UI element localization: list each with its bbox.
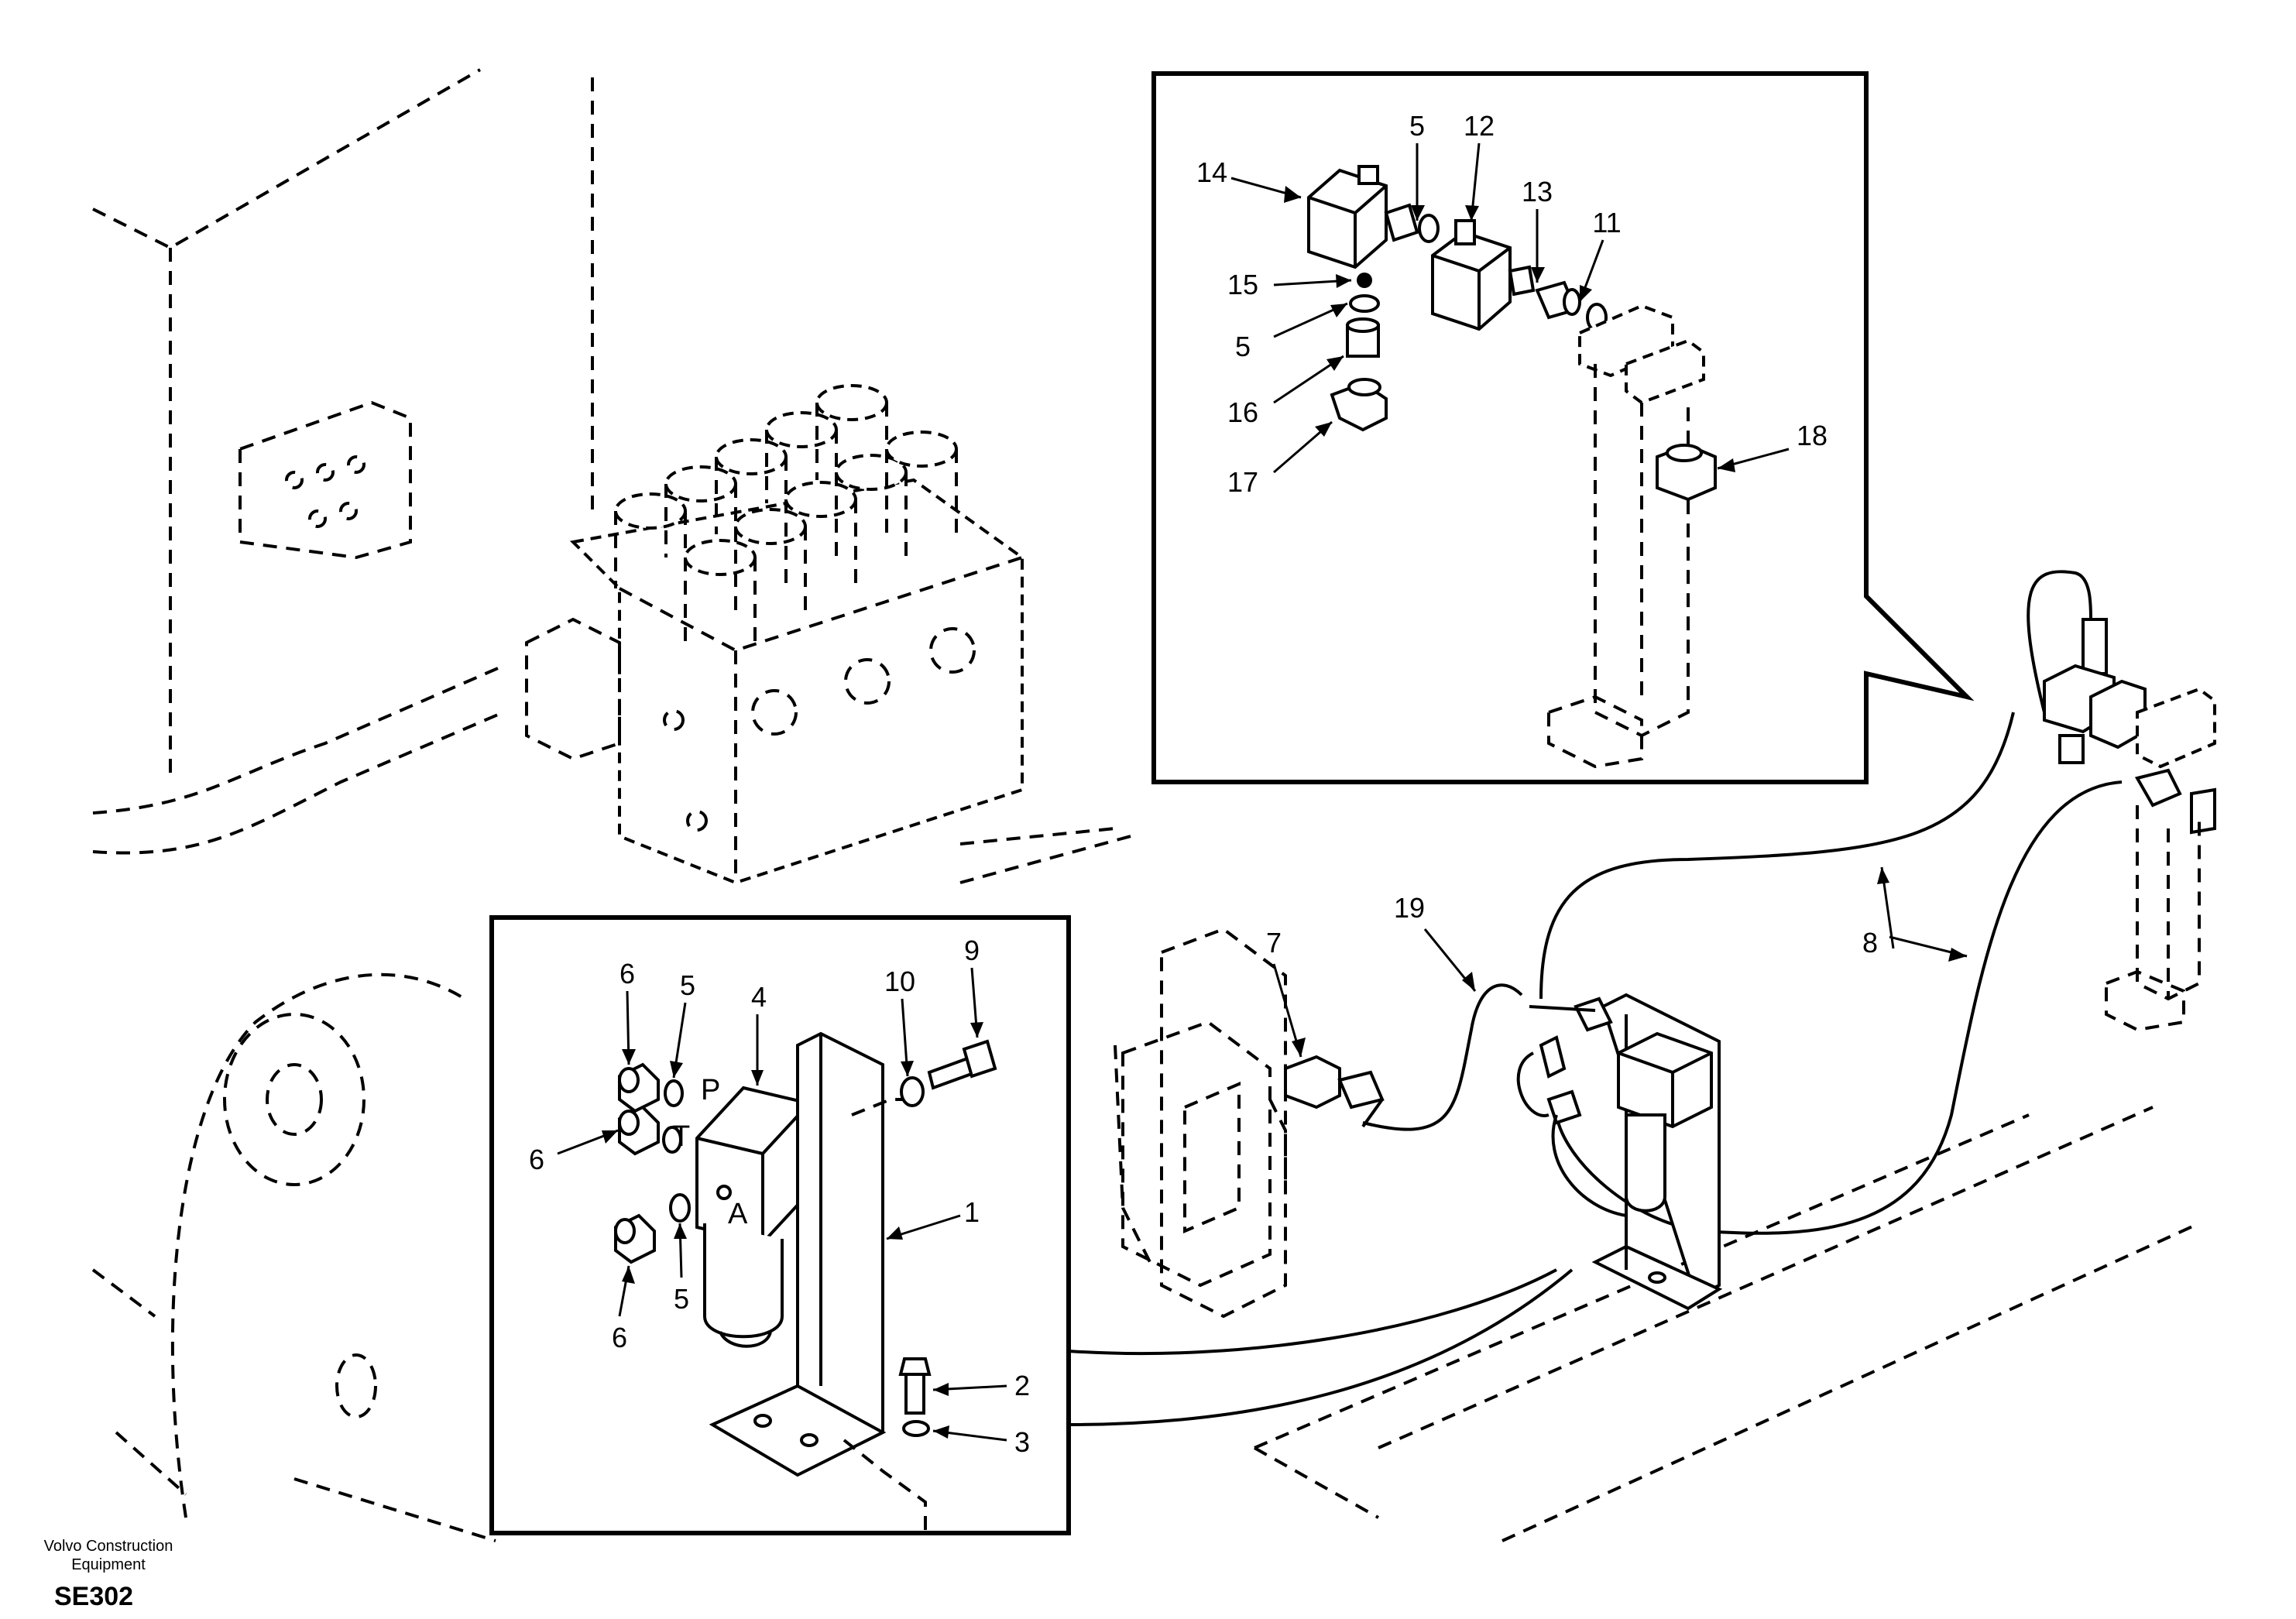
solenoid-valve-14 [1307,165,1419,269]
spool-caps [614,384,958,643]
elbow-17 [1330,378,1388,432]
ball-15 [1357,273,1372,288]
right-valve-assembly [2027,570,2216,1032]
callout-14: 14 [1196,156,1227,188]
machine-frame-outline [91,68,2200,1542]
callout-13: 13 [1522,176,1553,208]
bracket-1 [709,1031,927,1533]
callout-5-lower-top: 5 [680,969,695,1001]
callout-17: 17 [1227,466,1258,498]
callout-10: 10 [884,966,915,997]
port-label-p: P [701,1074,720,1106]
footer-credit: Volvo Construction Equipment SE302 [15,1537,201,1612]
inset-frame-lower [489,915,1071,1535]
callout-16: 16 [1227,396,1258,428]
o-rings-5-lower [662,1079,691,1223]
inset-frame-upper [1151,71,1975,784]
manufacturer-label: Volvo Construction Equipment [43,1538,173,1573]
diagram-code: SE302 [54,1582,134,1611]
valve-4 [695,1086,812,1348]
main-control-valve [525,384,1024,885]
bracket-manifold-upper [1547,304,1705,769]
fittings-6 [614,1062,660,1264]
inset-connector-lines [1068,1268,1574,1426]
callout-15: 15 [1227,269,1258,300]
callout-6-bottom: 6 [612,1322,627,1353]
port-label-a: A [728,1198,748,1230]
fitting-7 [1284,1055,1385,1128]
solenoid-valve-12 [1431,219,1536,331]
callout-5-lower-bottom: 5 [674,1283,689,1315]
callout-7: 7 [1266,927,1282,959]
bolt-2 [898,1357,932,1415]
callout-5-top: 5 [1409,110,1425,142]
o-ring-5-top [1418,214,1440,243]
callout-4: 4 [751,981,767,1013]
callout-8: 8 [1862,927,1878,959]
callout-18: 18 [1797,420,1828,451]
callout-6-top: 6 [619,958,635,990]
nipple-16 [1346,317,1380,358]
bracket-structure-dashed [1114,927,1287,1319]
o-ring-5-mid [1349,294,1380,313]
upper-inset-callouts [1230,142,1790,474]
callout-1: 1 [964,1196,980,1228]
callout-9: 9 [964,935,980,966]
right-callouts [1272,866,1968,1058]
accumulator-bracket-center [1516,993,1723,1311]
washer-10 [900,1076,925,1107]
callout-12: 12 [1464,110,1495,142]
bolt-9 [927,1039,997,1090]
adapter-13 [1535,280,1581,320]
washer-3 [902,1420,930,1437]
callout-6-mid: 6 [529,1144,544,1175]
callout-3: 3 [1014,1426,1030,1458]
callout-19: 19 [1394,892,1425,924]
tee-fitting-18 [1656,443,1717,502]
callout-2: 2 [1014,1370,1030,1401]
callout-5-mid: 5 [1235,331,1251,362]
lower-inset-callouts [557,967,1007,1442]
callout-11: 11 [1592,207,1621,238]
hose-19 [1362,983,1523,1131]
